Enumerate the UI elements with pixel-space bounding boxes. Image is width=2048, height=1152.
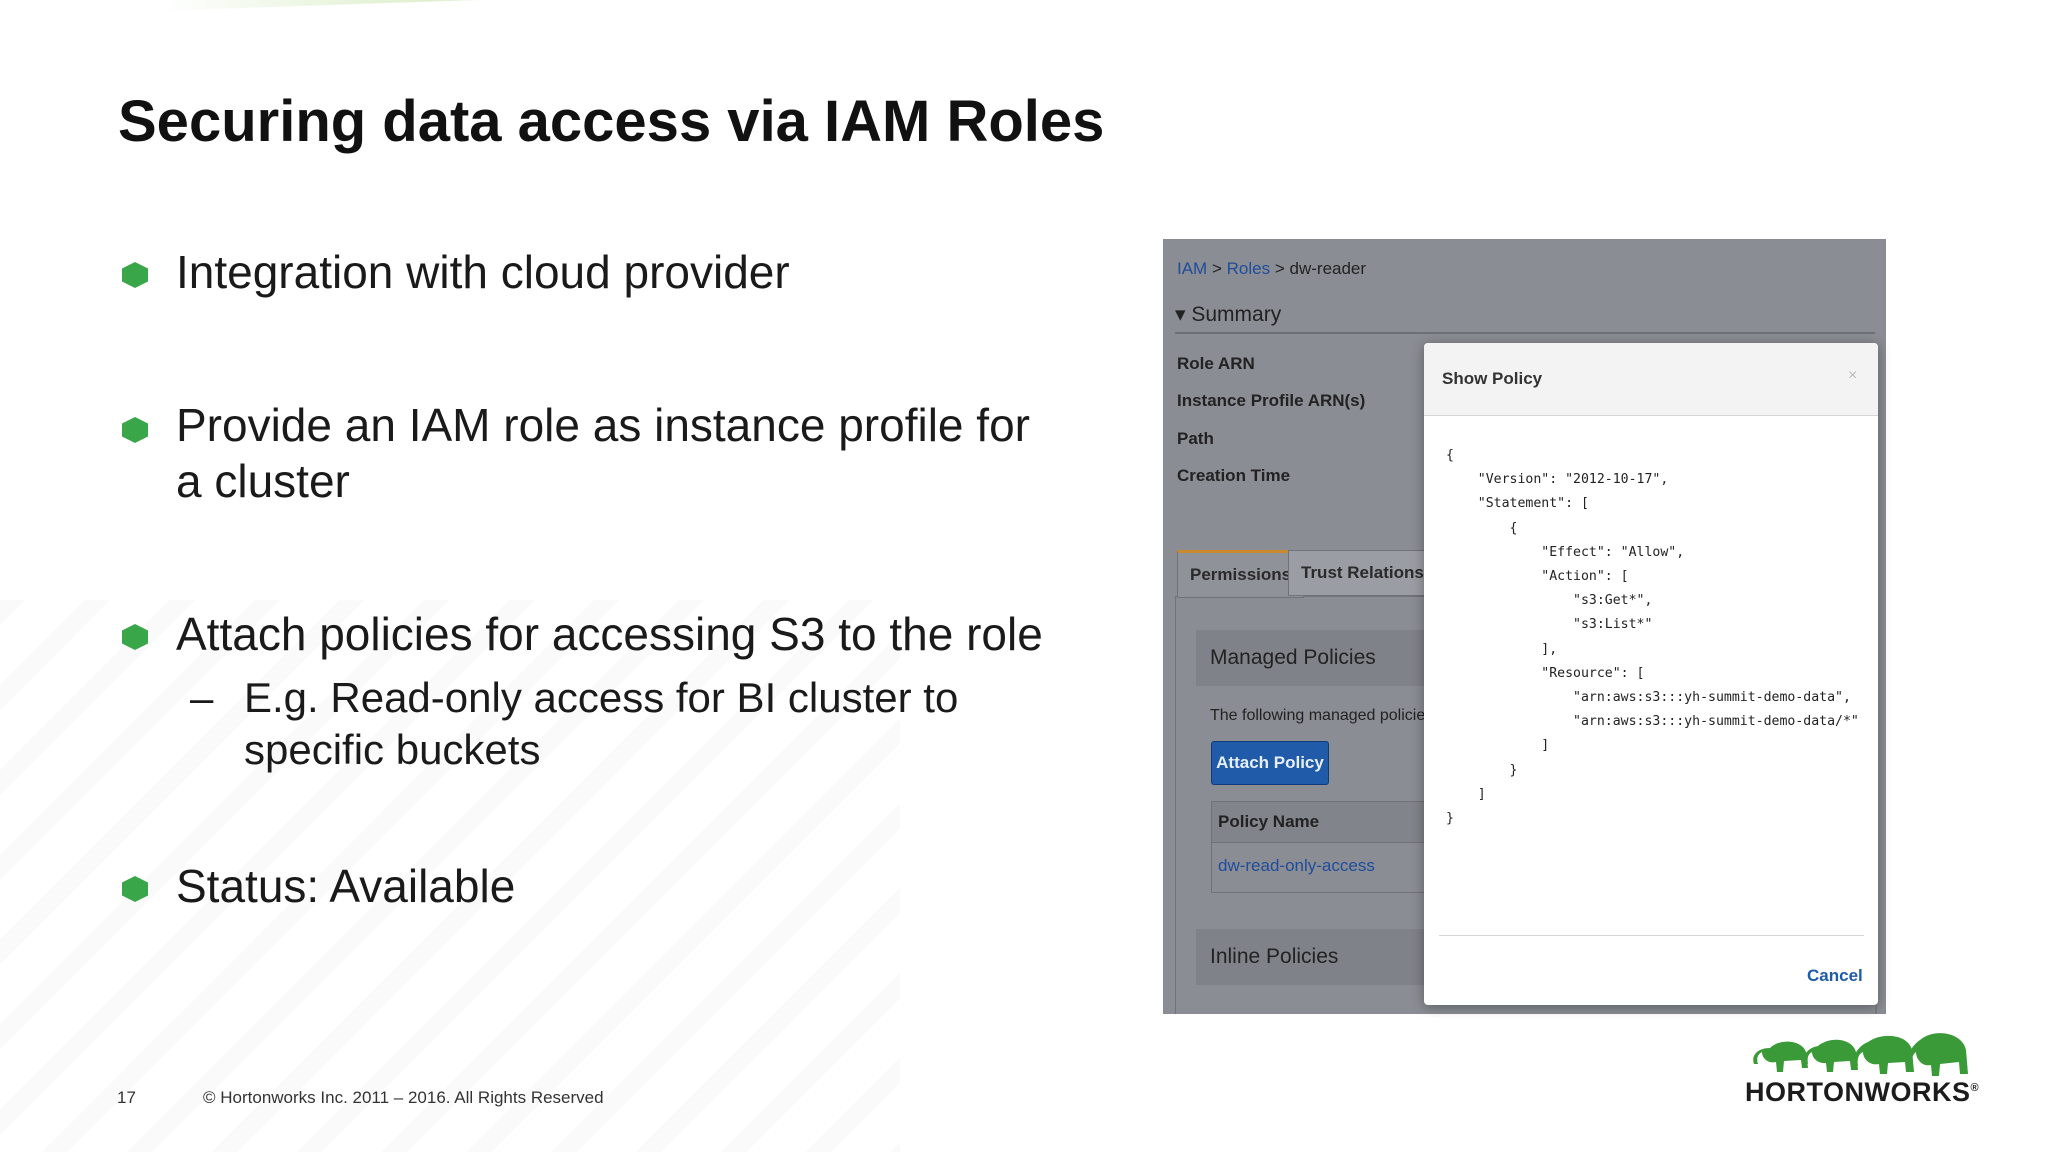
breadcrumb: IAM > Roles > dw-reader <box>1177 259 1366 279</box>
sub-bullet-dash: – <box>190 674 214 721</box>
instance-profile-label: Instance Profile ARN(s) <box>1177 391 1366 410</box>
show-policy-modal: Show Policy × { "Version": "2012-10-17",… <box>1424 343 1878 1005</box>
breadcrumb-separator: > <box>1211 259 1222 278</box>
modal-title: Show Policy <box>1442 369 1543 388</box>
inline-policies-header[interactable]: Inline Policies <box>1196 929 1460 985</box>
policy-link[interactable]: dw-read-only-access <box>1218 856 1375 875</box>
bullet-text: Attach policies for accessing S3 to the … <box>176 608 1043 660</box>
tab-permissions[interactable]: Permissions <box>1177 550 1305 598</box>
breadcrumb-current: dw-reader <box>1289 259 1367 278</box>
summary-toggle[interactable]: ▾ Summary <box>1175 303 1282 326</box>
creation-time-label: Creation Time <box>1177 466 1291 485</box>
modal-header: Show Policy × <box>1424 343 1878 416</box>
bullet-text: Status: Available <box>176 860 516 912</box>
bullet-text: Integration with cloud provider <box>176 246 790 298</box>
logo-wordmark: HORTONWORKS® <box>1745 1077 1979 1108</box>
sub-bullet-text: E.g. Read-only access for BI cluster to … <box>244 674 959 773</box>
policy-name-column-header[interactable]: Policy Name <box>1218 812 1320 831</box>
role-arn-label: Role ARN <box>1177 354 1255 373</box>
logo-text: HORTONWORKS <box>1745 1077 1971 1107</box>
page-number: 17 <box>117 1088 136 1107</box>
policy-table: Policy Name dw-read-only-access <box>1211 801 1453 893</box>
elephant-herd-icon <box>1753 1033 1968 1076</box>
managed-policies-header[interactable]: Managed Policies <box>1196 630 1460 686</box>
summary-divider <box>1175 332 1875 334</box>
header-gradient-band <box>0 0 2048 44</box>
path-label: Path <box>1177 429 1214 448</box>
attach-policy-button[interactable]: Attach Policy <box>1211 741 1329 785</box>
hortonworks-logo: HORTONWORKS® <box>1740 1028 1979 1108</box>
bullet-hexagon-icon <box>122 262 148 288</box>
policy-json: { "Version": "2012-10-17", "Statement": … <box>1446 448 1859 827</box>
breadcrumb-iam-link[interactable]: IAM <box>1177 259 1208 278</box>
breadcrumb-roles-link[interactable]: Roles <box>1226 259 1271 278</box>
cancel-button[interactable]: Cancel <box>1807 966 1863 985</box>
copyright-text: © Hortonworks Inc. 2011 – 2016. All Righ… <box>203 1088 604 1107</box>
background-stripes <box>0 600 900 1152</box>
bullet-text: Provide an IAM role as instance profile … <box>176 399 1030 507</box>
close-icon[interactable]: × <box>1848 367 1858 384</box>
breadcrumb-separator: > <box>1274 259 1285 278</box>
registered-mark: ® <box>1970 1082 1980 1094</box>
managed-policies-description: The following managed policies are <box>1210 707 1461 724</box>
bullet-hexagon-icon <box>122 417 148 443</box>
modal-footer-divider <box>1439 935 1864 936</box>
slide-title: Securing data access via IAM Roles <box>118 89 1105 154</box>
policy-table-header: Policy Name <box>1212 802 1452 843</box>
